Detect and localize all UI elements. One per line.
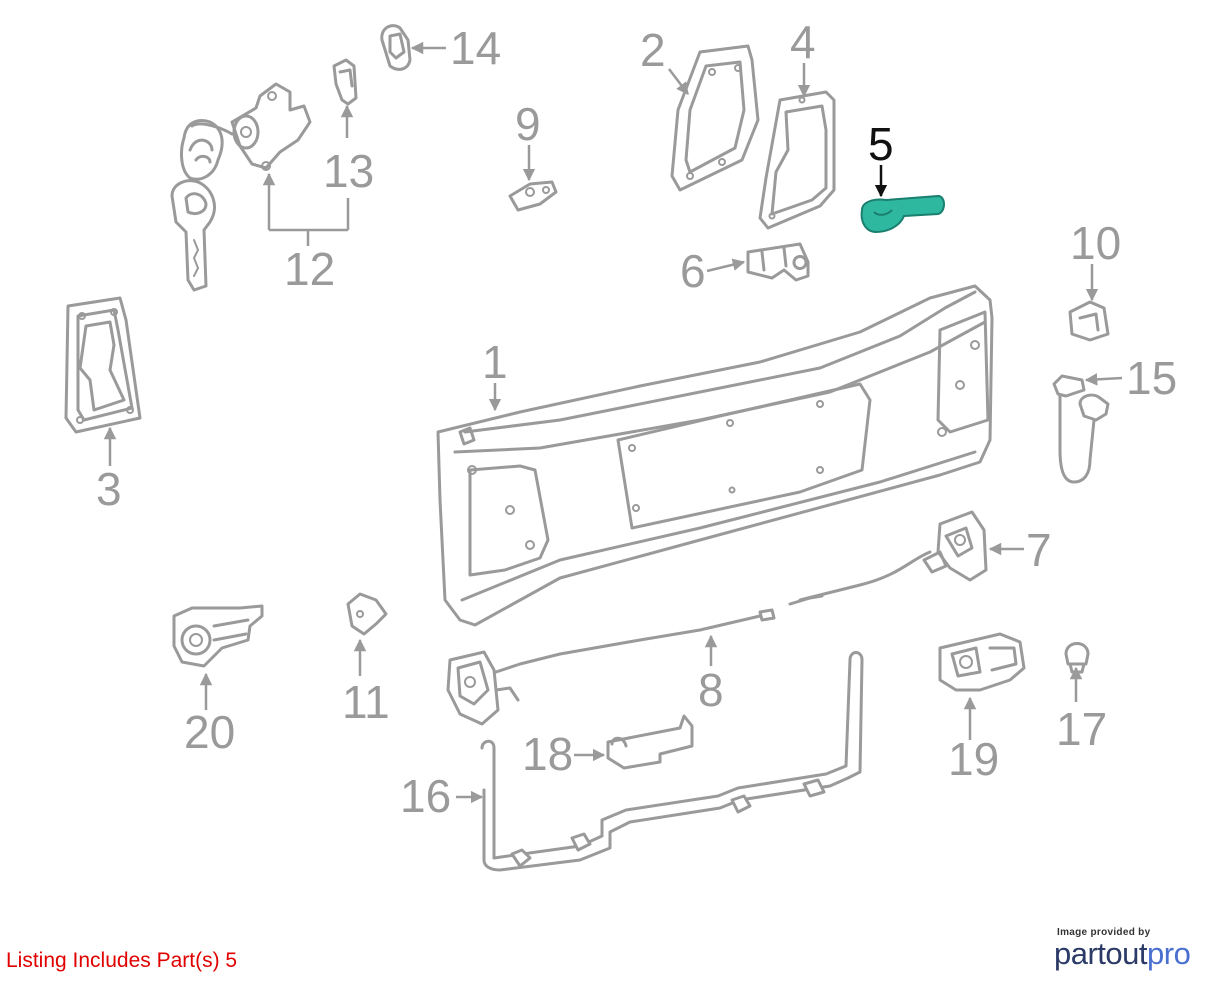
- part-10-bumper: [1068, 300, 1110, 342]
- part-3-cover: [64, 296, 142, 434]
- credit-brand-main: partout: [1054, 936, 1148, 971]
- credit-brand-accent: pro: [1147, 936, 1191, 971]
- part-18-hinge: [606, 714, 694, 770]
- credit-caption: Image provided by: [1057, 927, 1151, 938]
- callout-20: 20: [184, 706, 235, 758]
- callout-5: 5: [868, 118, 894, 170]
- part-11-bracket: [346, 592, 388, 636]
- part-1-back-door-panel: [436, 284, 994, 627]
- part-15-cable: [1052, 374, 1110, 484]
- part-7-lock: [798, 510, 988, 602]
- callout-8: 8: [698, 664, 724, 716]
- part-9-clip: [508, 180, 558, 212]
- part-12-lock-cylinder: [170, 82, 312, 292]
- callout-3: 3: [96, 463, 122, 515]
- callout-12: 12: [284, 243, 335, 295]
- part-20-latch: [172, 604, 264, 668]
- callout-16: 16: [400, 770, 451, 822]
- part-14-cap: [380, 24, 412, 71]
- callout-9: 9: [515, 98, 541, 150]
- callout-1: 1: [482, 336, 508, 388]
- callout-10: 10: [1070, 217, 1121, 269]
- part-6-bracket: [746, 242, 810, 282]
- callout-15: 15: [1126, 352, 1177, 404]
- leader-lines: [103, 41, 1123, 804]
- part-5-handle: [860, 194, 945, 234]
- callout-13: 13: [323, 145, 374, 197]
- callout-6: 6: [680, 245, 706, 297]
- callout-2: 2: [640, 24, 666, 76]
- part-19-latch: [938, 632, 1026, 692]
- callout-7: 7: [1026, 524, 1052, 576]
- callout-labels: 1 2 3 4 5 6 7 8 9 10 11 12 13 14 15 16 1…: [96, 16, 1177, 822]
- listing-note: Listing Includes Part(s) 5: [6, 949, 238, 972]
- callout-18: 18: [522, 728, 573, 780]
- part-16-rod: [480, 651, 864, 872]
- callout-4: 4: [790, 16, 816, 68]
- part-8-latch-rod: [446, 594, 824, 726]
- part-4-cover: [758, 90, 836, 230]
- callout-11: 11: [342, 676, 390, 728]
- part-17-grommet: [1064, 642, 1090, 674]
- callout-17: 17: [1056, 703, 1107, 755]
- part-13-clip: [332, 58, 358, 106]
- callout-19: 19: [948, 733, 999, 785]
- credit-brand-logo: partoutpro: [1054, 936, 1191, 972]
- part-2-cover: [670, 44, 760, 192]
- callout-14: 14: [450, 22, 501, 74]
